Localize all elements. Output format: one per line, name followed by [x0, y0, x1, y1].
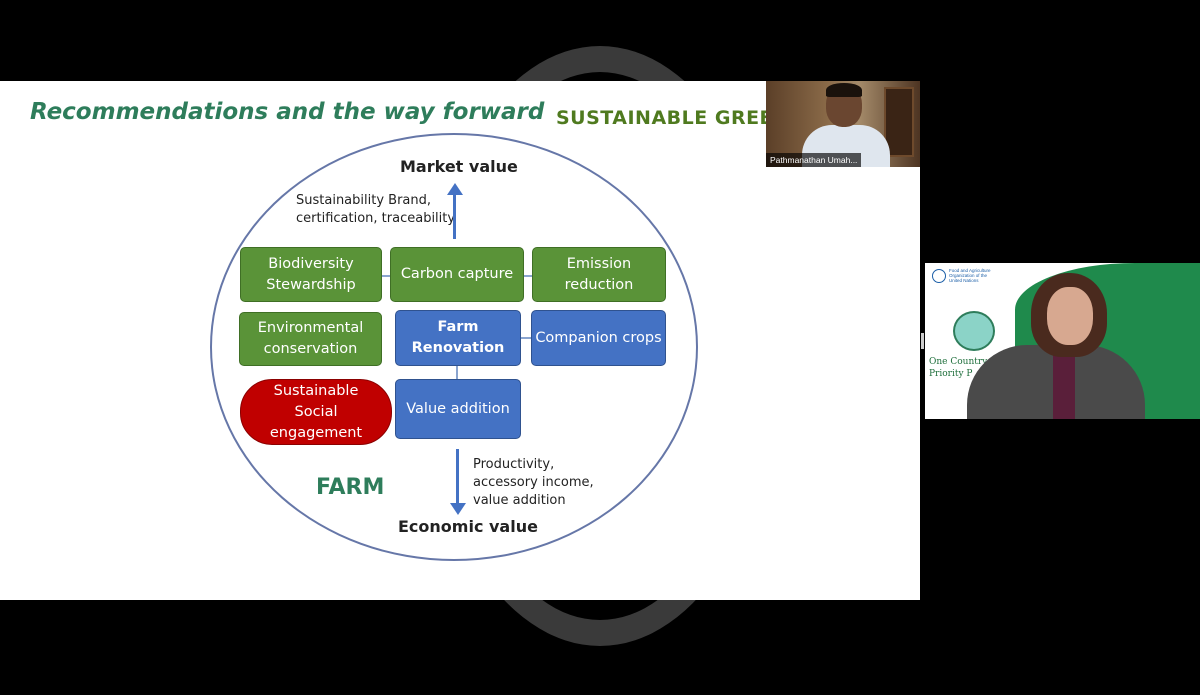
participant-video-tile[interactable]: Pathmanathan Umah... — [766, 81, 920, 167]
economic-value-label: Economic value — [398, 517, 538, 536]
environmental-box: Environmental conservation — [239, 312, 382, 366]
companion-crops-box: Companion crops — [531, 310, 666, 366]
speaker-face — [1047, 287, 1093, 345]
participant-hair — [826, 83, 862, 97]
market-value-note: Sustainability Brand, certification, tra… — [296, 193, 456, 226]
speaker-video-tile[interactable]: Food and Agriculture Organization of the… — [925, 263, 1200, 419]
farm-renovation-box: Farm Renovation — [395, 310, 521, 366]
connector — [382, 275, 392, 277]
speaker-blouse — [1053, 351, 1075, 419]
value-addition-box: Value addition — [395, 379, 521, 439]
farm-ellipse — [210, 133, 698, 561]
up-arrow-shaft — [453, 193, 456, 239]
participant-name-tag: Pathmanathan Umah... — [766, 153, 862, 167]
fao-logo-icon — [932, 269, 946, 283]
social-engagement-box: Sustainable Social engagement — [240, 379, 392, 445]
bookshelf — [884, 87, 914, 157]
emission-box: Emission reduction — [532, 247, 666, 302]
shared-slide: Recommendations and the way forward SUST… — [0, 81, 920, 600]
biodiversity-box: Biodiversity Stewardship — [240, 247, 382, 302]
slide-subtitle: SUSTAINABLE GREEN ( — [556, 107, 806, 129]
fao-logo-text: Food and Agriculture Organization of the… — [949, 268, 991, 283]
connector — [524, 275, 534, 277]
ocop-banner: One Country One Priority P — [929, 357, 1009, 379]
connector — [520, 337, 532, 339]
down-arrow-head — [450, 503, 466, 515]
farm-label: FARM — [316, 475, 385, 500]
down-arrow-shaft — [456, 449, 459, 505]
globe-logo-icon — [953, 311, 995, 351]
up-arrow-head — [447, 183, 463, 195]
carbon-capture-box: Carbon capture — [390, 247, 524, 302]
market-value-label: Market value — [400, 157, 518, 176]
slide-title: Recommendations and the way forward — [30, 99, 545, 125]
connector — [456, 366, 458, 380]
economic-value-note: Productivity, accessory income, value ad… — [473, 457, 594, 508]
tile-resize-handle[interactable] — [921, 333, 924, 349]
